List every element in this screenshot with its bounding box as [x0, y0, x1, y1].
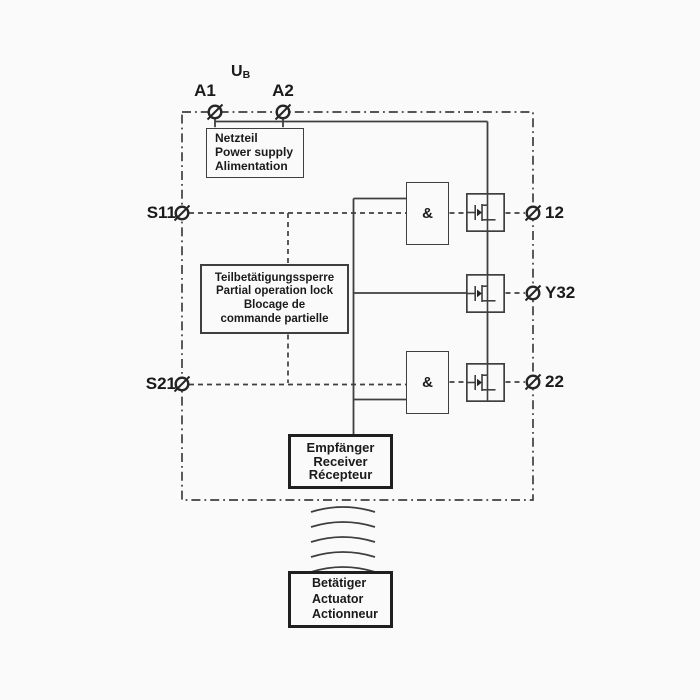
and-gate-upper-label: & — [422, 205, 433, 222]
receiver-box: Empfänger Receiver Récepteur — [288, 434, 393, 489]
terminal-y32-label: Y32 — [545, 283, 576, 302]
receiver-bus-lines — [352, 197, 466, 434]
power-supply-line-fr: Alimentation — [215, 158, 288, 173]
mosfet-output-22-icon — [466, 363, 505, 402]
partial-lock-line-fr2: commande partielle — [220, 312, 329, 325]
actuator-line-en: Actuator — [312, 591, 364, 606]
receiver-line-de: Empfänger — [306, 439, 375, 455]
radio-waves-icon — [310, 506, 376, 573]
partial-lock-line-de: Teilbetätigungssperre — [214, 271, 335, 284]
terminal-22-label: 22 — [545, 372, 564, 391]
partial-lock-line-fr1: Blocage de — [243, 299, 306, 311]
power-supply-line-de: Netzteil — [215, 131, 258, 146]
supply-voltage-main: U — [231, 63, 243, 80]
terminal-s11-icon — [173, 204, 191, 222]
supply-voltage-label: UB — [231, 63, 250, 84]
and-gate-upper: & — [406, 182, 449, 245]
supply-rail-lines — [214, 112, 489, 363]
terminal-12-label: 12 — [545, 203, 564, 222]
terminal-s21-label: S21 — [145, 374, 176, 393]
terminal-a1-icon — [206, 103, 224, 121]
terminal-a2-label: A2 — [272, 81, 294, 100]
and-gate-lower: & — [406, 351, 449, 414]
partial-lock-line-en: Partial operation lock — [216, 285, 333, 298]
terminal-s21-icon — [173, 375, 191, 393]
power-supply-line-en: Power supply — [215, 145, 294, 160]
actuator-line-de: Betätiger — [312, 576, 367, 591]
signal-dashed-lines — [189, 212, 525, 386]
partial-operation-lock-box: Teilbetätigungssperre Partial operation … — [200, 264, 349, 334]
terminal-22-icon — [524, 373, 542, 391]
terminal-a1-label: A1 — [194, 81, 216, 100]
terminal-a2-icon — [274, 103, 292, 121]
receiver-line-fr: Récepteur — [308, 467, 373, 483]
terminal-12-icon — [524, 204, 542, 222]
receiver-line-en: Receiver — [313, 453, 368, 469]
actuator-line-fr: Actionneur — [312, 607, 378, 622]
enclosure-dashdot-border — [181, 111, 534, 501]
mosfet-output-12-icon — [466, 193, 505, 232]
and-gate-lower-label: & — [422, 374, 433, 391]
power-supply-box: Netzteil Power supply Alimentation — [206, 128, 304, 178]
actuator-box: Betätiger Actuator Actionneur — [288, 571, 393, 628]
supply-voltage-sub: B — [242, 69, 251, 81]
terminal-s11-label: S11 — [146, 203, 176, 222]
terminal-y32-icon — [524, 284, 542, 302]
mosfet-output-y32-icon — [466, 274, 505, 313]
